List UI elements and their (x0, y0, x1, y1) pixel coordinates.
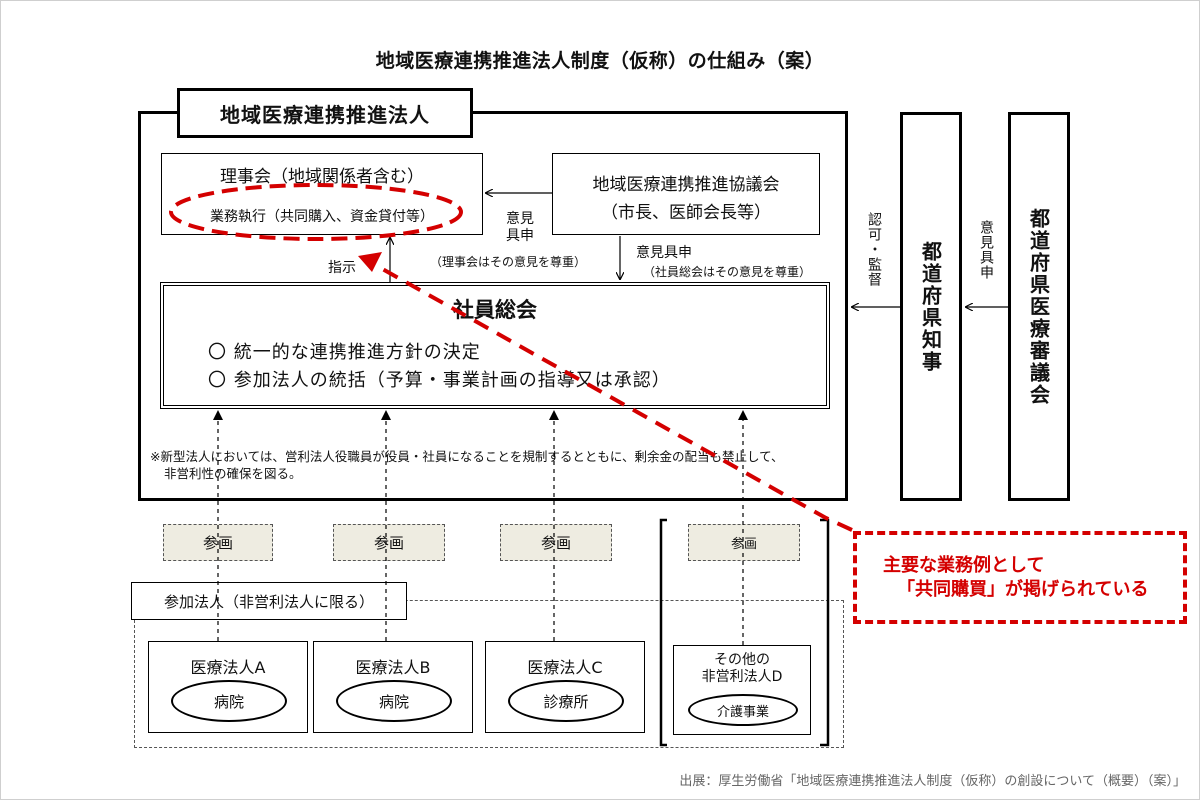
council-members: （市長、医師会長等） (601, 203, 771, 223)
highlight-callout: 主要な業務例として 「共同購買」が掲げられている (853, 531, 1187, 624)
participation-arrowhead-d (738, 410, 748, 420)
corporation-name: 医療法人B (355, 658, 431, 677)
highlight-arrowhead (358, 252, 382, 272)
opinion-assembly-note: （社員総会はその意見を尊重） (643, 265, 812, 279)
corporation-name-line2: 非営利法人D (701, 669, 783, 685)
opinion-assembly-label: 意見具申 (636, 245, 692, 261)
opinion-board-line2: 具申 (506, 228, 534, 244)
council-title: 地域医療連携推進協議会 (592, 175, 780, 195)
highlight-pointer (369, 260, 853, 532)
pref-council-box: 都道府県医療審議会 (1008, 112, 1070, 501)
instruction-label: 指示 (328, 260, 356, 276)
callout-line1: 主要な業務例として (883, 555, 1045, 576)
participant-group-label: 参加法人（非営利法人に限る） (131, 582, 407, 620)
assembly-item: 〇 参加法人の統括（予算・事業計画の指導又は承認） (208, 370, 671, 391)
highlight-ellipse (169, 183, 463, 241)
approval-label: 認可・監督 (866, 212, 882, 287)
participant-group-border (134, 600, 844, 748)
participation-arrowhead-c (549, 410, 559, 420)
assembly-title: 社員総会 (453, 298, 537, 322)
nonprofit-note: ※新型法人においては、営利法人役職員が役員・社員になることを規制するとともに、剰… (150, 448, 840, 482)
opinion-board-note: （理事会はその意見を尊重） (430, 255, 587, 269)
corporation-label: 地域医療連携推進法人 (177, 88, 473, 138)
board-box: 理事会（地域関係者含む） 業務執行（共同購入、資金貸付等） (161, 153, 483, 235)
corporation-name: 医療法人A (190, 658, 266, 677)
facility-ellipse: 診療所 (508, 680, 624, 722)
opinion-board-label: 意見 具申 (498, 211, 542, 245)
participation-arrowhead-a (213, 410, 223, 420)
participation-arrowhead-b (381, 410, 391, 420)
assembly-item: 〇 統一的な連携推進方針の決定 (208, 342, 481, 363)
group-d-bracket-left (659, 518, 667, 747)
callout-line2: 「共同購買」が掲げられている (897, 579, 1149, 600)
opinion-board-line1: 意見 (506, 211, 534, 227)
pref-opinion-label: 意見具申 (978, 220, 994, 280)
board-duties: 業務執行（共同購入、資金貸付等） (210, 209, 434, 225)
corporation-c: 医療法人C 診療所 (485, 641, 645, 733)
facility-ellipse: 病院 (171, 680, 287, 722)
facility-ellipse: 介護事業 (688, 694, 798, 726)
corporation-box (138, 111, 848, 501)
corporation-name: 医療法人C (527, 658, 603, 677)
corporation-b: 医療法人B 病院 (313, 641, 473, 733)
council-box: 地域医療連携推進協議会 （市長、医師会長等） (552, 153, 820, 235)
corporation-name: その他の 非営利法人D (674, 652, 810, 686)
corporation-d: その他の 非営利法人D 介護事業 (673, 645, 811, 735)
source-caption: 出展：厚生労働省「地域医療連携推進法人制度（仮称）の創設について（概要）（案）」 (679, 774, 1186, 789)
corporation-a: 医療法人A 病院 (148, 641, 308, 733)
diagram-title: 地域医療連携推進法人制度（仮称）の仕組み（案） (375, 50, 825, 72)
board-title: 理事会（地域関係者含む） (220, 167, 424, 187)
participation-box-c: 参画 (500, 524, 612, 561)
participation-box-a: 参画 (163, 524, 273, 561)
assembly-box: 社員総会 〇 統一的な連携推進方針の決定 〇 参加法人の統括（予算・事業計画の指… (160, 282, 830, 409)
group-d-bracket-right (820, 518, 830, 747)
facility-ellipse: 病院 (336, 680, 452, 722)
governor-box: 都道府県知事 (900, 112, 962, 501)
participation-box-d: 参画 (688, 524, 800, 561)
note-line2: 非営利性の確保を図る。 (164, 466, 302, 481)
corporation-name-line1: その他の (714, 652, 770, 668)
note-line1: ※新型法人においては、営利法人役職員が役員・社員になることを規制するとともに、剰… (150, 449, 784, 464)
participation-box-b: 参画 (333, 524, 445, 561)
